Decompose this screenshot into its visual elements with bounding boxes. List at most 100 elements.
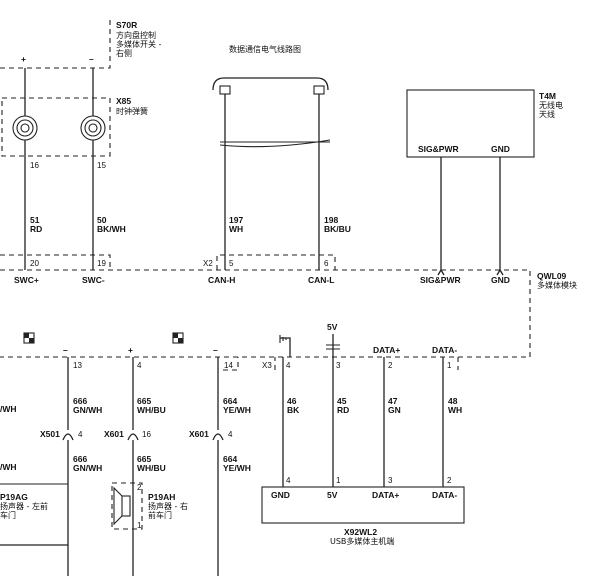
wire-665-color-2: WH/BU	[137, 463, 166, 473]
label-sig-pwr: SIG&PWR	[420, 275, 461, 285]
usb-wire-45-num: 45	[337, 396, 347, 406]
host-label-data-plus: DATA+	[372, 490, 399, 500]
x85-clock-spring: X85 时钟弹簧 16 15	[1, 96, 148, 170]
speaker-minus-a: –	[63, 345, 68, 355]
fuse-symbol-icon	[326, 334, 340, 357]
usb-wire-45-color: RD	[337, 405, 349, 415]
usb-5v-label: 5V	[327, 322, 338, 332]
t4m-ref: T4M	[539, 91, 556, 101]
p19ah-name-2: 前车门	[148, 510, 172, 520]
p19ag-ref: P19AG	[0, 492, 28, 502]
s70r-name-3: 右侧	[116, 48, 132, 58]
label-gnd: GND	[491, 275, 510, 285]
wire-197-color: WH	[229, 224, 243, 234]
t4m-name-2: 天线	[539, 109, 555, 119]
host-pin-2: 2	[447, 476, 452, 485]
t4m-pin-sig: SIG&PWR	[418, 144, 459, 154]
partial-color-a: /WH	[0, 404, 17, 414]
label-can-l: CAN-L	[308, 275, 334, 285]
pin-4a: 4	[137, 361, 142, 370]
x92wl2-usb-host: 4 1 3 2 GND 5V DATA+ DATA- X92WL2 USB多媒体…	[261, 476, 465, 546]
pin-13: 13	[73, 361, 82, 370]
host-label-gnd: GND	[271, 490, 290, 500]
pin-19: 19	[97, 259, 106, 268]
wire-50-color: BK/WH	[97, 224, 126, 234]
pin-5: 5	[229, 259, 234, 268]
x85-name: 时钟弹簧	[116, 106, 148, 116]
inline-connectors: X501 4 X601 16 X601 4	[40, 429, 233, 441]
qwl09-ref: QWL09	[537, 271, 567, 281]
wire-666-num: 666	[73, 396, 87, 406]
usb-data-minus-label: DATA-	[432, 345, 457, 355]
s70r-plus: +	[21, 54, 26, 64]
can-twisted-pair	[212, 77, 331, 270]
s70r-minus: –	[89, 54, 94, 64]
conn-x501: X501	[40, 429, 60, 439]
pin-14: 14	[224, 361, 233, 370]
conn-x601-a: X601	[104, 429, 124, 439]
x85-pin-15: 15	[97, 161, 106, 170]
x92wl2-name: USB多媒体主机端	[330, 536, 394, 546]
usb-pin-3: 3	[336, 361, 341, 370]
host-label-5v: 5V	[327, 490, 338, 500]
usb-pin-2: 2	[388, 361, 393, 370]
host-pin-1: 1	[336, 476, 341, 485]
host-pin-3: 3	[388, 476, 393, 485]
conn-x501-pin: 4	[78, 430, 83, 439]
module-connector-row: 20 19 X2 5 6 SWC+ SWC- CAN-H CAN-L SIG&P…	[0, 254, 577, 358]
conn-x601-a-pin: 16	[142, 430, 151, 439]
p19ag-name-2: 车门	[0, 510, 16, 520]
label-can-h: CAN-H	[208, 275, 235, 285]
partial-color-b: /WH	[0, 462, 17, 472]
host-pin-4: 4	[286, 476, 291, 485]
p19ah-ref: P19AH	[148, 492, 175, 502]
t4m-name-1: 无线电	[539, 100, 563, 110]
pin-20: 20	[30, 259, 39, 268]
label-swc-plus: SWC+	[14, 275, 39, 285]
wire-665-num-2: 665	[137, 454, 151, 464]
label-swc-minus: SWC-	[82, 275, 105, 285]
conn-x2: X2	[203, 259, 213, 268]
conn-x3: X3	[262, 361, 272, 370]
ground-symbol-icon	[279, 335, 291, 357]
x92wl2-ref: X92WL2	[344, 527, 377, 537]
usb-header: 5V DATA+ DATA- X3 4 3 2 1	[262, 322, 459, 370]
wire-666-color-2: GN/WH	[73, 463, 102, 473]
usb-wire-47-num: 47	[388, 396, 398, 406]
conn-x601-b: X601	[189, 429, 209, 439]
pin-6: 6	[324, 259, 329, 268]
p19ah-speaker: 2 1 P19AH 扬声器 - 右 前车门	[111, 482, 188, 530]
wire-51-color: RD	[30, 224, 42, 234]
x85-ref: X85	[116, 96, 131, 106]
speaker-minus-b: –	[213, 345, 218, 355]
wire-664-num: 664	[223, 396, 237, 406]
coil-spring-icon	[12, 115, 106, 141]
wire-198-color: BK/BU	[324, 224, 351, 234]
s70r-name-1: 方向盘控制	[116, 30, 156, 40]
wire-198-num: 198	[324, 215, 338, 225]
s70r-switch: S70R 方向盘控制 多媒体开关 - 右侧 + –	[0, 20, 162, 69]
usb-wire-47-color: GN	[388, 405, 401, 415]
t4m-pin-gnd: GND	[491, 144, 510, 154]
qwl09-name: 多媒体模块	[537, 280, 577, 290]
wire-664-color-2: YE/WH	[223, 463, 251, 473]
p19ah-pin-2: 2	[137, 483, 142, 492]
usb-data-plus-label: DATA+	[373, 345, 400, 355]
x85-pin-16: 16	[30, 161, 39, 170]
wire-50-num: 50	[97, 215, 107, 225]
wire-51-num: 51	[30, 215, 40, 225]
shield-symbol-icon	[23, 332, 184, 344]
usb-wire-46-num: 46	[287, 396, 297, 406]
s70r-ref: S70R	[116, 20, 137, 30]
speaker-plus: +	[128, 345, 133, 355]
wire-666-color: GN/WH	[73, 405, 102, 415]
speaker-header: – + – 13 4 14	[23, 332, 239, 371]
host-label-data-minus: DATA-	[432, 490, 457, 500]
wire-665-color: WH/BU	[137, 405, 166, 415]
wire-666-num-2: 666	[73, 454, 87, 464]
conn-x601-b-pin: 4	[228, 430, 233, 439]
p19ag-name-1: 扬声器 - 左前	[0, 501, 48, 511]
diagram-title: 数据通信电气线路图	[229, 44, 301, 54]
p19ah-name-1: 扬声器 - 右	[148, 501, 188, 511]
